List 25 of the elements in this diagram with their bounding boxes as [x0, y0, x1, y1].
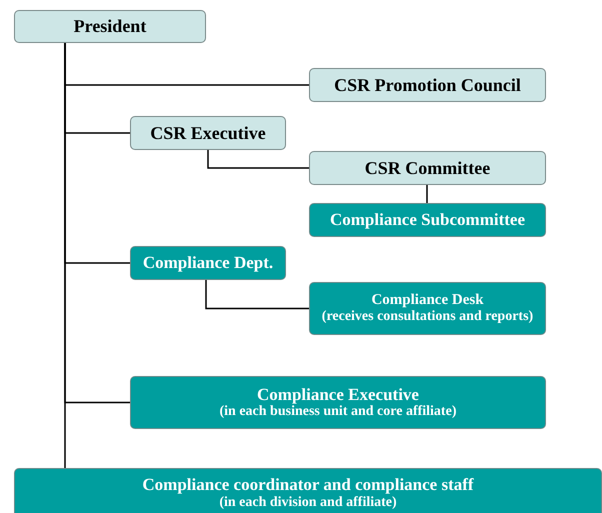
box-title: President: [74, 16, 146, 37]
org-box: [309, 282, 546, 335]
box-title: Compliance coordinator and compliance staff: [142, 475, 474, 495]
box-subtitle: (receives consultations and reports): [322, 309, 534, 326]
org-box: [14, 10, 206, 43]
connector-line: [205, 280, 309, 310]
box-title: Compliance Executive: [257, 384, 419, 404]
connector-line: [64, 43, 66, 468]
org-box: [130, 376, 546, 429]
org-box: [130, 116, 286, 150]
connector-line: [207, 150, 309, 169]
box-title: CSR Promotion Council: [334, 74, 521, 96]
org-box: [309, 151, 546, 185]
org-box: [309, 68, 546, 102]
box-title: CSR Executive: [150, 122, 266, 144]
box-title: Compliance Dept.: [142, 253, 274, 273]
box-title: Compliance Desk: [371, 292, 484, 310]
box-subtitle: (in each division and affiliate): [219, 494, 397, 511]
box-title: Compliance Subcommittee: [330, 210, 525, 230]
org-box: [309, 203, 546, 237]
box-title: CSR Committee: [364, 158, 490, 178]
connector-line: [426, 185, 428, 203]
org-box: [130, 246, 286, 280]
box-subtitle: (in each business unit and core affiliate): [220, 404, 456, 420]
org-box: [14, 468, 602, 513]
